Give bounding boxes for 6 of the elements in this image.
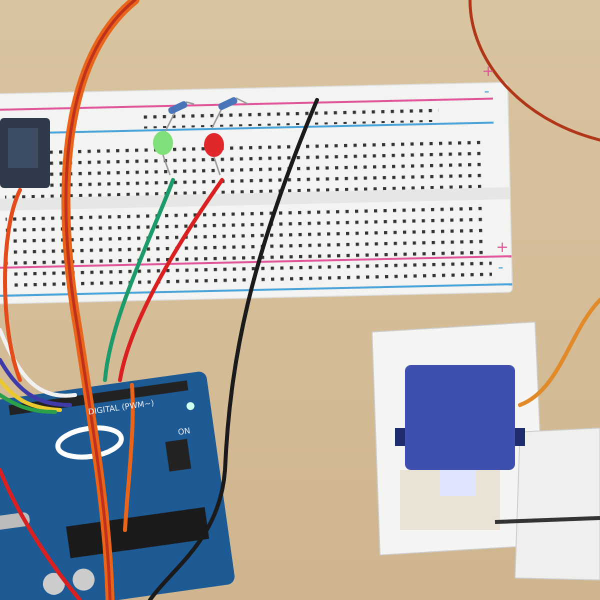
rail-sign: -	[484, 84, 490, 99]
pin-header-label: DIGITAL (PWM~)	[88, 399, 155, 417]
power-label: ON	[178, 427, 191, 437]
rail-sign: -	[498, 260, 504, 275]
rail-sign: +	[482, 64, 495, 79]
rail-sign: +	[496, 240, 509, 255]
